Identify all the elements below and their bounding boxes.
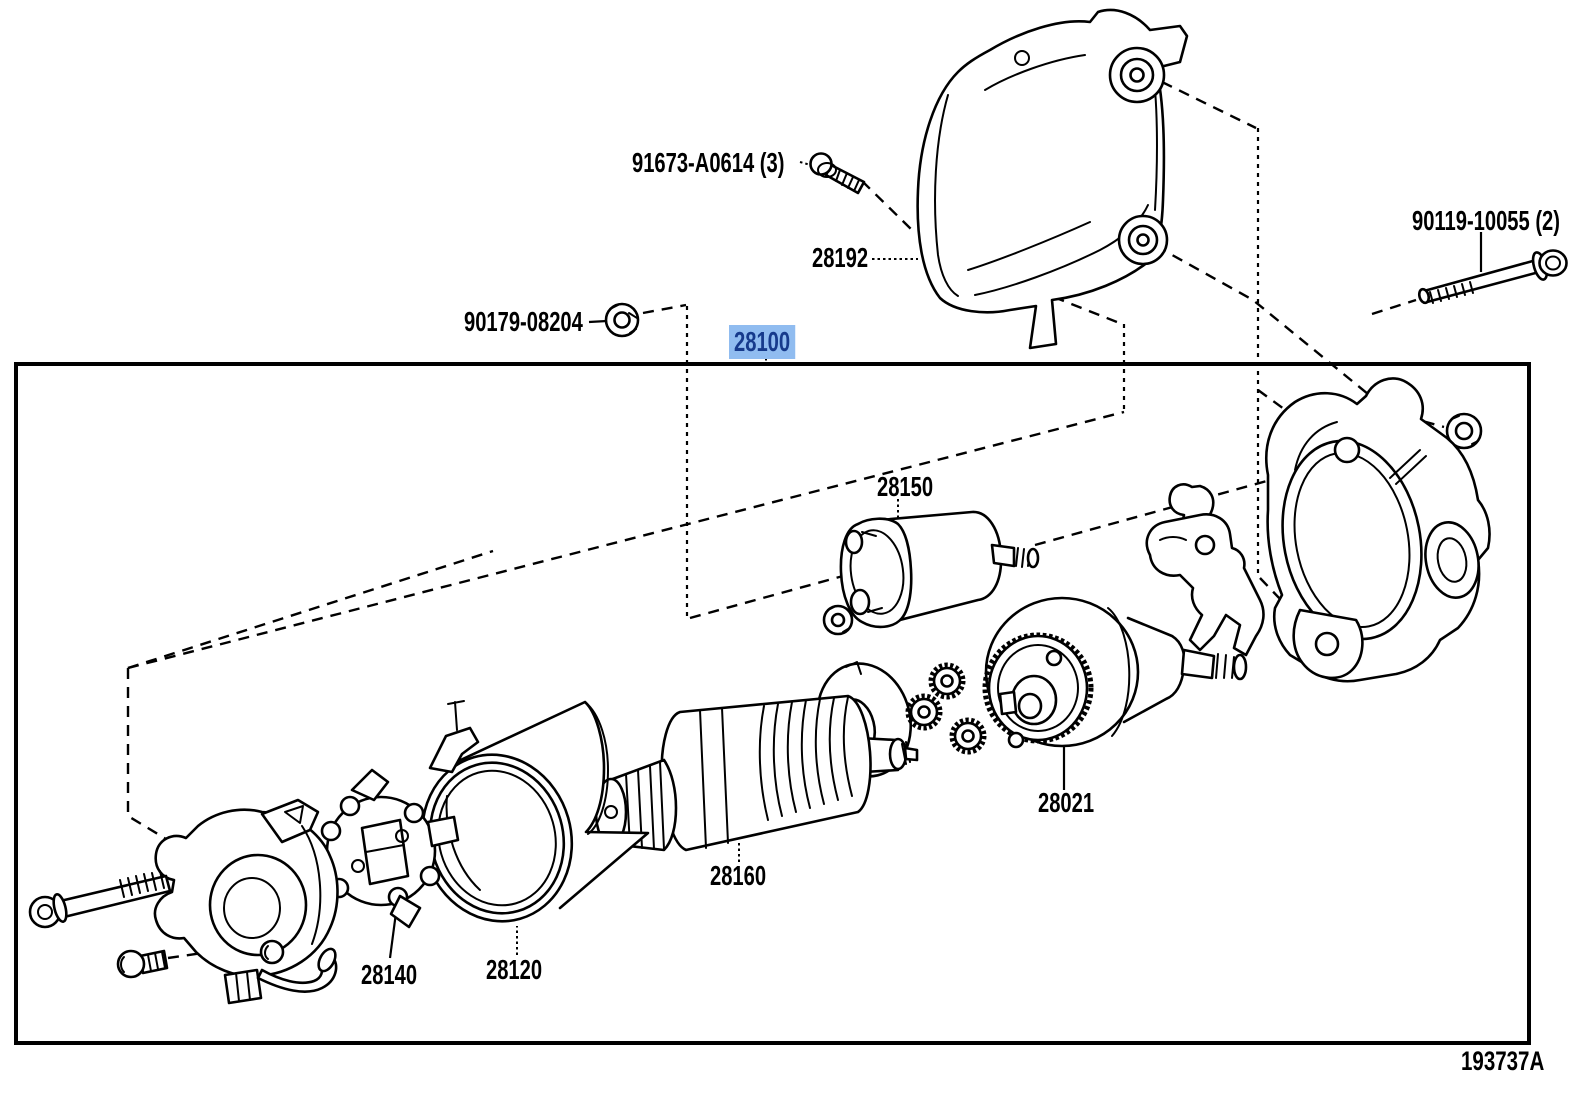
clutch-assembly-drawing bbox=[985, 598, 1246, 747]
construction-fan-ray-short bbox=[128, 551, 493, 668]
leader-lines bbox=[390, 162, 1481, 958]
construction-fan-ray-long bbox=[128, 412, 1124, 668]
brush-holder-drawing bbox=[322, 770, 458, 927]
part-label-90119-10055[interactable]: 90119-10055 (2) bbox=[1412, 205, 1560, 236]
part-label-28150[interactable]: 28150 bbox=[877, 471, 934, 502]
heat-insulator-drawing bbox=[918, 10, 1187, 348]
part-label-28100-highlighted[interactable]: 28100 bbox=[729, 325, 796, 359]
nut-right-drawing bbox=[1447, 414, 1481, 448]
planetary-gears-drawing bbox=[908, 665, 984, 752]
short-bolt-drawing bbox=[118, 951, 167, 977]
part-label-91673-A0614[interactable]: 91673-A0614 (3) bbox=[632, 147, 785, 178]
drive-lever-drawing bbox=[1147, 484, 1264, 655]
construction-dash-shield-top bbox=[1162, 82, 1256, 128]
construction-ray-housing-upper bbox=[1258, 390, 1306, 425]
leader-90179 bbox=[589, 321, 607, 322]
part-label-28140[interactable]: 28140 bbox=[361, 959, 418, 990]
part-label-28192[interactable]: 28192 bbox=[812, 242, 869, 273]
nut-switch-drawing bbox=[824, 606, 852, 634]
figure-code: 193737A bbox=[1461, 1046, 1545, 1076]
end-frame-drawing bbox=[155, 800, 339, 1003]
bolt-91673-drawing bbox=[811, 154, 865, 194]
construction-dash-long-bolt-tip bbox=[1372, 300, 1416, 314]
bolt-90119-drawing bbox=[1418, 251, 1567, 304]
through-bolt-drawing bbox=[30, 871, 170, 927]
construction-ray-solenoid bbox=[690, 573, 854, 618]
magnet-switch-drawing bbox=[841, 512, 1038, 627]
armature-drawing bbox=[596, 696, 917, 850]
nut-90179-drawing bbox=[606, 304, 638, 336]
part-label-28160[interactable]: 28160 bbox=[710, 860, 767, 891]
construction-dash-shield-tab bbox=[1036, 290, 1122, 324]
drive-housing-drawing bbox=[1266, 378, 1489, 681]
part-label-28021[interactable]: 28021 bbox=[1038, 787, 1095, 818]
construction-ray-housing-lower bbox=[1260, 578, 1302, 622]
diagram-border bbox=[16, 364, 1529, 1043]
construction-dash-nut bbox=[643, 305, 686, 313]
part-label-90179-08204[interactable]: 90179-08204 bbox=[464, 306, 583, 337]
construction-fan-left bbox=[128, 668, 292, 862]
construction-dash-bolt-to-shield bbox=[862, 181, 912, 230]
construction-dash-shield-to-nut bbox=[1156, 246, 1444, 427]
yoke-drawing bbox=[403, 701, 648, 939]
part-label-28120[interactable]: 28120 bbox=[486, 954, 543, 985]
